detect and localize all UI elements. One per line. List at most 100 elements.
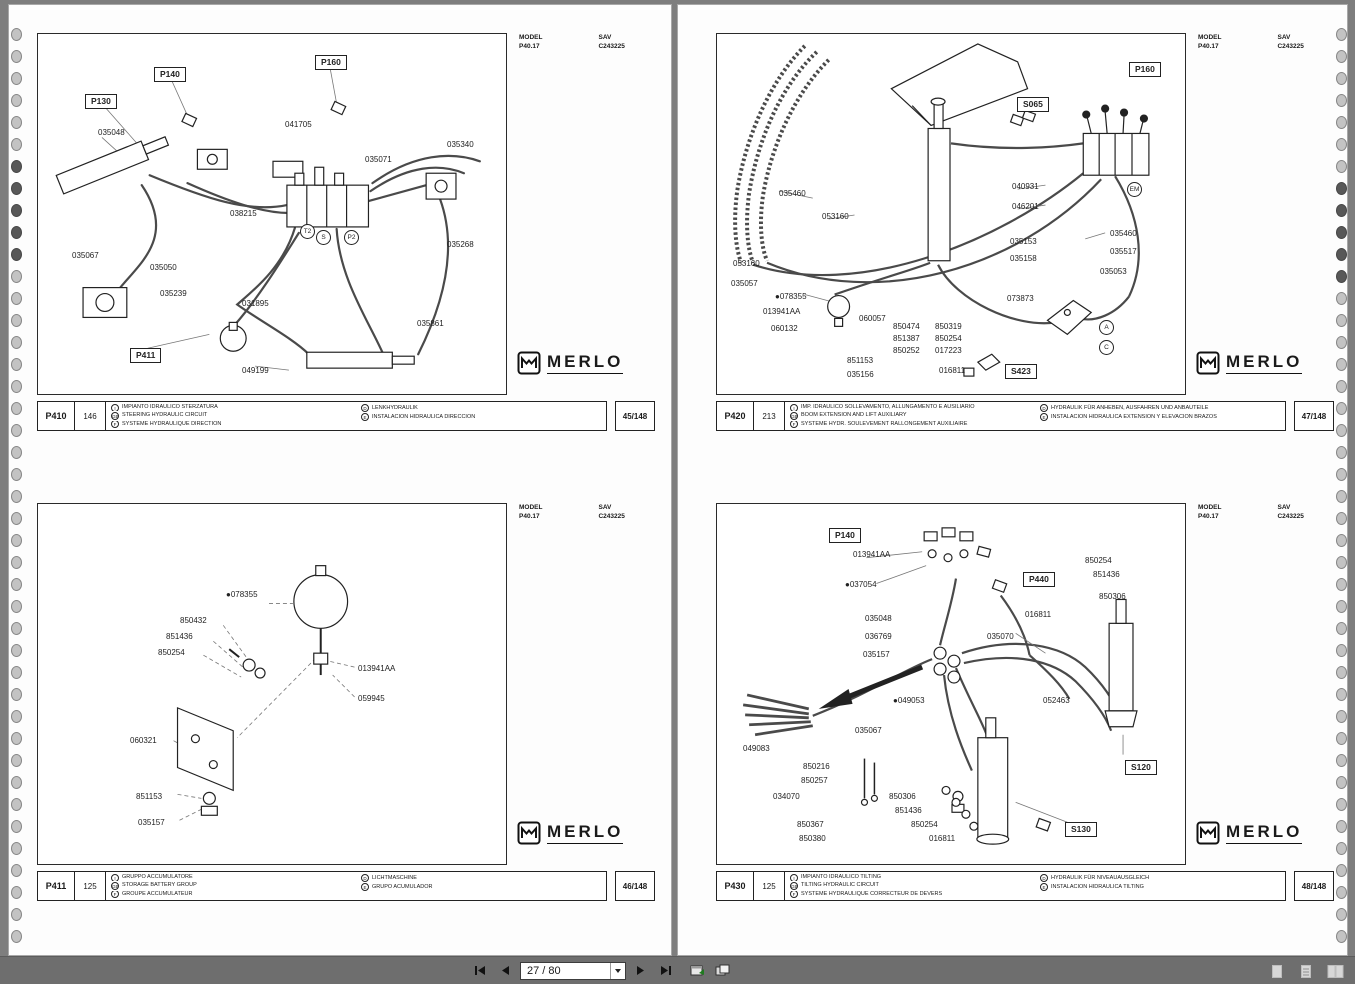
chevron-down-icon[interactable] [610,962,625,979]
part-code: P430 [717,872,754,900]
part-label: 850367 [797,820,824,829]
punch-hole [11,622,22,635]
last-page-button[interactable] [656,961,676,980]
part-label: ●049053 [893,696,925,705]
part-label: 035517 [1110,247,1137,256]
part-label: 035048 [865,614,892,623]
part-label: 016811 [929,834,956,843]
punch-hole [11,710,22,723]
page-number-combobox[interactable]: 27 / 80 [520,961,626,980]
punch-hole [1336,358,1347,371]
model-value: P40.17 [519,513,540,520]
merlo-logo: MERLO [517,351,624,375]
part-label: EM [1127,182,1142,197]
part-label: 035158 [1010,254,1037,263]
part-label: 035157 [138,818,165,827]
first-page-button[interactable] [470,961,490,980]
part-label: 850432 [180,616,207,625]
brand-text: MERLO [1226,822,1303,844]
new-window-button[interactable] [687,961,707,980]
punch-hole [11,578,22,591]
punch-hole [11,908,22,921]
legend-language-code: F [790,420,798,428]
page-layout-controls [1267,962,1345,981]
punch-hole [11,72,22,85]
part-label: 035067 [72,251,99,260]
duplicate-view-button[interactable] [712,961,732,980]
merlo-mark-icon [1196,821,1220,845]
part-label: 060321 [130,736,157,745]
part-label: 035071 [365,155,392,164]
part-label: ●037054 [845,580,877,589]
punch-hole [1336,446,1347,459]
legend-language-code: I [111,404,119,412]
part-label: 053160 [822,212,849,221]
part-label: 035460 [1110,229,1137,238]
duplicate-view-icon [715,964,729,976]
single-page-view-button[interactable] [1267,962,1287,981]
sav-value: C243225 [1277,43,1304,50]
part-label: 031895 [242,299,269,308]
facing-pages-icon [1327,965,1343,978]
punch-hole [1336,886,1347,899]
merlo-logo: MERLO [1196,821,1303,845]
punch-hole [1336,600,1347,613]
legend-language-code: GB [790,412,798,420]
facing-pages-view-button[interactable] [1325,962,1345,981]
punch-hole [11,556,22,569]
sav-label: SAV [1277,34,1291,41]
part-label: P140 [154,67,186,82]
legend-text: INSTALACION HIDRAULICA EXTENSION Y ELEVA… [1051,413,1217,420]
punch-hole [11,182,22,195]
punch-hole [1336,226,1347,239]
legend-text: GRUPPO ACCUMULATORE [122,874,193,881]
legend-language-code: GB [111,882,119,890]
punch-hole [11,754,22,767]
punch-hole [1336,930,1347,943]
part-label: 850474 [893,322,920,331]
brand-text: MERLO [547,822,624,844]
part-label: 038215 [230,209,257,218]
next-page-button[interactable] [631,961,651,980]
part-label: ●078355 [775,292,807,301]
part-label: 035156 [847,370,874,379]
merlo-mark-icon [517,821,541,845]
part-label: C [1099,340,1114,355]
legend-language-code: F [790,890,798,898]
continuous-view-button[interactable] [1296,962,1316,981]
part-label: 851153 [136,792,163,801]
sav-value: C243225 [1277,513,1304,520]
part-label: 035067 [855,726,882,735]
prev-page-button[interactable] [495,961,515,980]
part-label: 017223 [935,346,962,355]
model-label: MODEL [1198,504,1222,511]
punch-hole [11,864,22,877]
part-label: P160 [315,55,347,70]
part-label: 013941AA [763,307,801,316]
legend-language-code: D [1040,874,1048,882]
legend-text: INSTALACION HIDRAULICA TILTING [1051,883,1144,890]
legend-language-code: GB [111,412,119,420]
model-value: P40.17 [519,43,540,50]
part-label: 035048 [98,128,125,137]
punch-hole [11,424,22,437]
viewer-toolbar: 27 / 80 [0,956,1355,984]
part-label: 035053 [1100,267,1127,276]
part-label: 850254 [935,334,962,343]
punch-hole [11,336,22,349]
part-label: 060132 [771,324,798,333]
part-label: 851436 [1093,570,1120,579]
